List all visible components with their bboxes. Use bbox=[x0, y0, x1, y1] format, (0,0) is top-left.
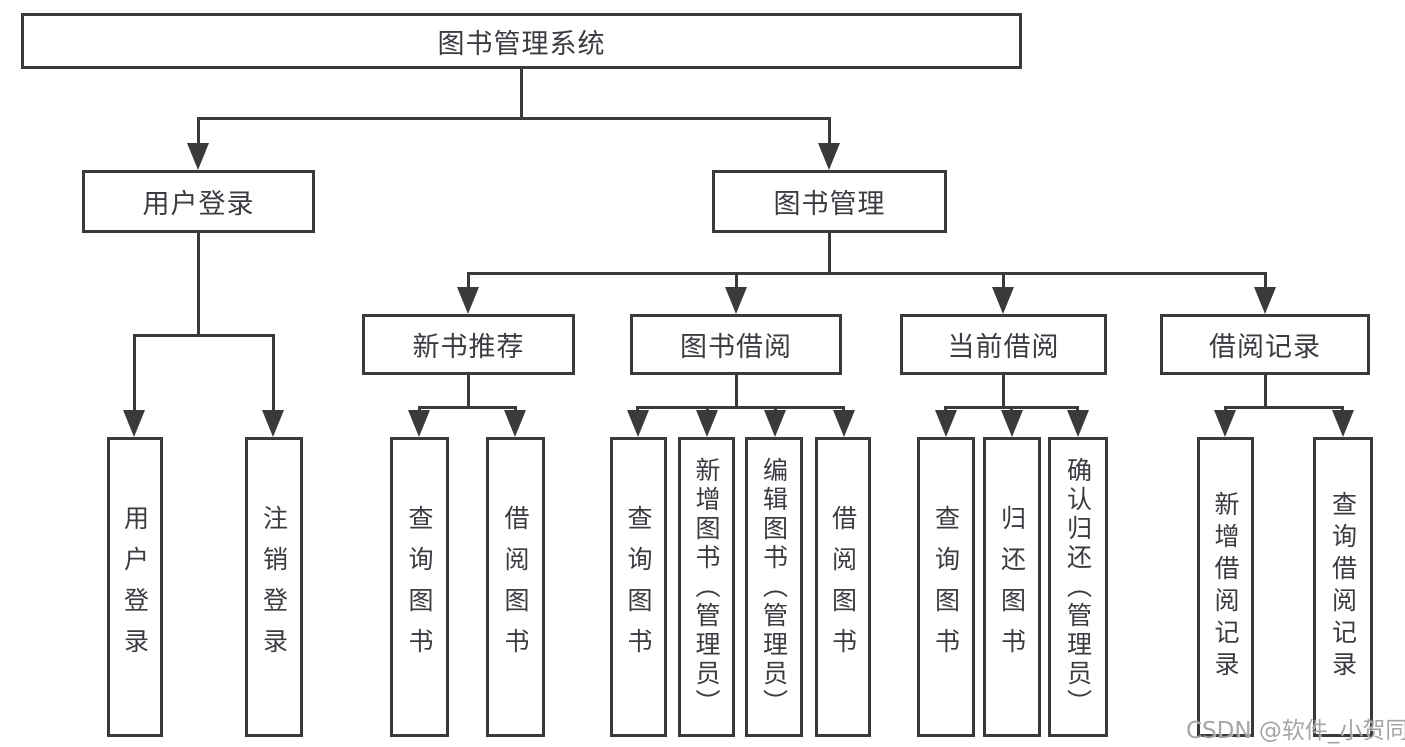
leaf-user-login: 用户登录 bbox=[107, 437, 163, 737]
leaf-current-confirm-return-admin: 确认归还（管理员） bbox=[1048, 437, 1108, 737]
arrowhead-icon bbox=[1067, 410, 1089, 437]
watermark: CSDN @软件_小贺同学 bbox=[1186, 718, 1405, 744]
arrowhead-icon bbox=[935, 410, 957, 437]
connector-line bbox=[1002, 272, 1005, 294]
arrowhead-icon bbox=[187, 143, 209, 170]
connector-line bbox=[520, 69, 523, 117]
connector-line bbox=[133, 334, 275, 337]
connector-line bbox=[1224, 406, 1344, 409]
arrowhead-icon bbox=[1001, 410, 1023, 437]
arrowhead-icon bbox=[1254, 287, 1276, 314]
connector-line bbox=[418, 406, 517, 409]
arrowhead-icon bbox=[992, 287, 1014, 314]
connector-line bbox=[197, 117, 200, 150]
arrowhead-icon bbox=[1214, 410, 1236, 437]
leaf-borrow-add-books-admin: 新增图书（管理员） bbox=[678, 437, 735, 737]
arrowhead-icon bbox=[1332, 410, 1354, 437]
connector-line bbox=[735, 375, 738, 409]
leaf-borrow-borrow-books: 借阅图书 bbox=[815, 437, 871, 737]
arrowhead-icon bbox=[818, 143, 840, 170]
arrowhead-icon bbox=[123, 410, 145, 437]
connector-line bbox=[1264, 272, 1267, 294]
arrowhead-icon bbox=[457, 287, 479, 314]
arrowhead-icon bbox=[627, 410, 649, 437]
arrowhead-icon bbox=[504, 410, 526, 437]
connector-line bbox=[467, 375, 470, 409]
connector-line bbox=[197, 117, 831, 120]
leaf-records-query-record: 查询借阅记录 bbox=[1313, 437, 1373, 737]
leaf-current-return-books: 归还图书 bbox=[983, 437, 1041, 737]
arrowhead-icon bbox=[696, 410, 718, 437]
connector-line bbox=[467, 272, 470, 294]
connector-line bbox=[467, 272, 1267, 275]
connector-line bbox=[828, 117, 831, 150]
arrowhead-icon bbox=[408, 410, 430, 437]
arrowhead-icon bbox=[262, 410, 284, 437]
connector-line bbox=[133, 334, 136, 414]
arrowhead-icon bbox=[833, 410, 855, 437]
connector-line bbox=[197, 233, 200, 337]
leaf-recommend-query-books: 查询图书 bbox=[390, 437, 449, 737]
node-book-borrow: 图书借阅 bbox=[630, 314, 842, 375]
connector-line bbox=[735, 272, 738, 294]
node-new-book-recommend: 新书推荐 bbox=[362, 314, 575, 375]
node-book-management: 图书管理 bbox=[712, 170, 947, 233]
arrowhead-icon bbox=[725, 287, 747, 314]
leaf-borrow-edit-books-admin: 编辑图书（管理员） bbox=[745, 437, 803, 737]
node-current-borrow: 当前借阅 bbox=[900, 314, 1107, 375]
leaf-logout: 注销登录 bbox=[245, 437, 303, 737]
leaf-recommend-borrow-books: 借阅图书 bbox=[486, 437, 545, 737]
node-user-login: 用户登录 bbox=[82, 170, 315, 233]
connector-line bbox=[636, 406, 845, 409]
connector-line bbox=[1264, 375, 1267, 409]
node-root: 图书管理系统 bbox=[21, 13, 1022, 69]
leaf-current-query-books: 查询图书 bbox=[917, 437, 975, 737]
connector-line bbox=[1002, 375, 1005, 409]
leaf-borrow-query-books: 查询图书 bbox=[610, 437, 667, 737]
connector-line bbox=[828, 233, 831, 275]
node-borrow-records: 借阅记录 bbox=[1160, 314, 1370, 375]
leaf-records-add-record: 新增借阅记录 bbox=[1197, 437, 1254, 737]
connector-line bbox=[272, 334, 275, 414]
arrowhead-icon bbox=[764, 410, 786, 437]
